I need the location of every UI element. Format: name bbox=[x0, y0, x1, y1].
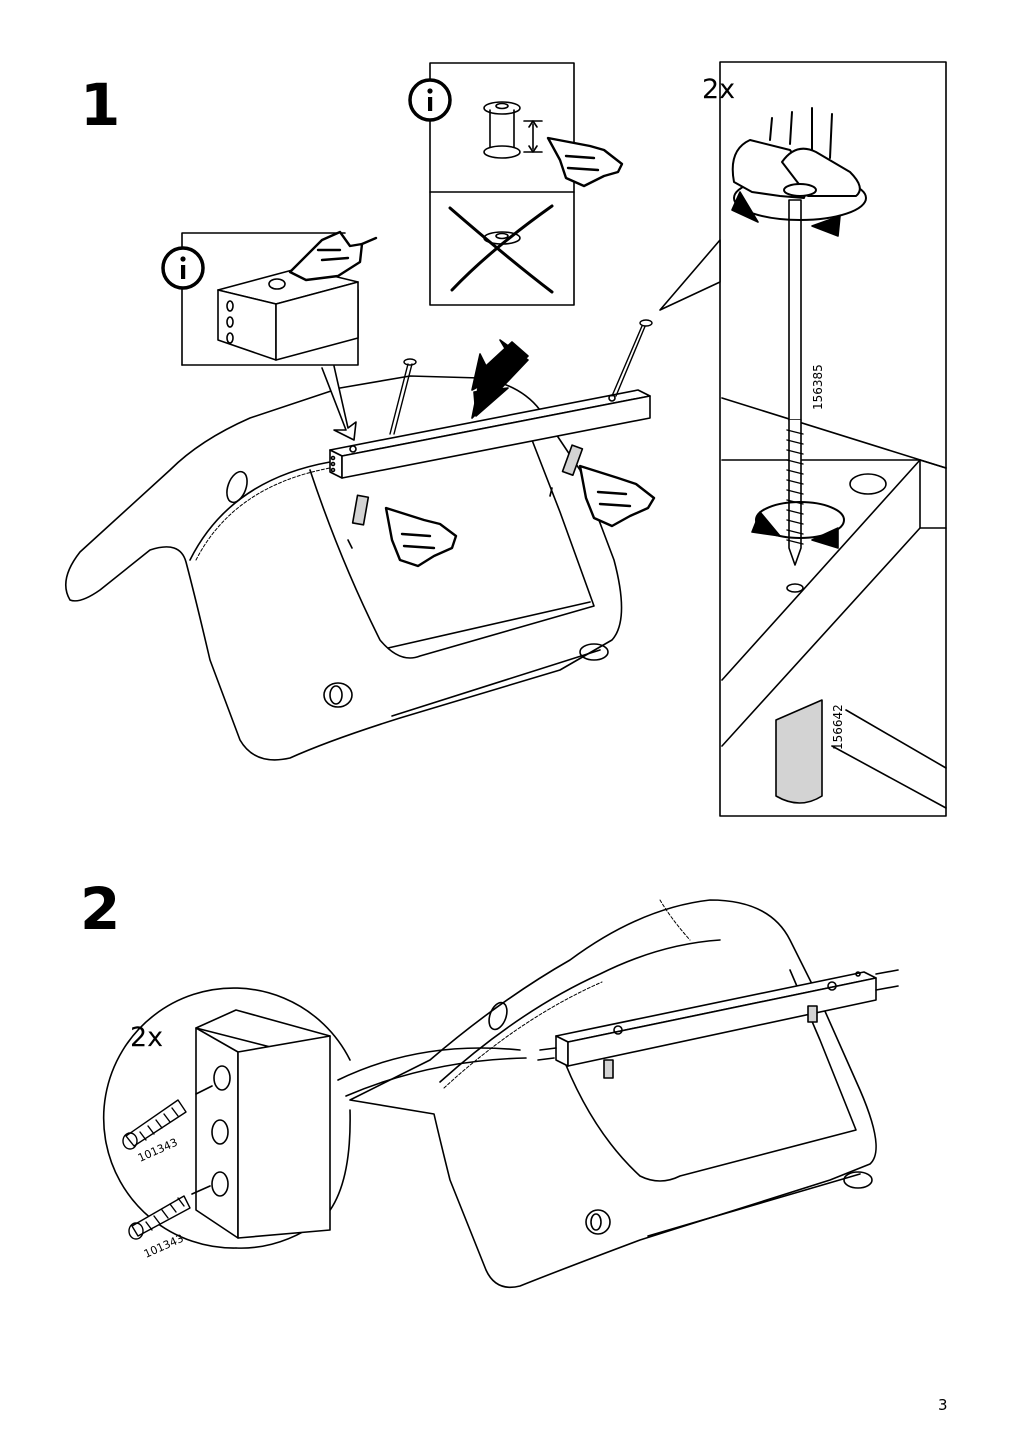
step-2-number: 2 bbox=[80, 875, 121, 943]
cross-mark-icon bbox=[448, 204, 554, 294]
pointing-hand-icon bbox=[384, 464, 656, 568]
part-number-101343-bottom: 101343 bbox=[142, 1232, 186, 1261]
info-box-bar-end bbox=[161, 230, 378, 366]
pointing-hand-icon bbox=[288, 230, 378, 282]
pointing-hand-icon bbox=[546, 136, 624, 188]
callout-box-screw: 156385 156642 bbox=[659, 61, 947, 817]
info-circle-icon bbox=[161, 246, 205, 290]
step-2-quantity: 2x bbox=[130, 1022, 164, 1053]
info-box-dowel bbox=[408, 62, 624, 306]
page-number: 3 bbox=[938, 1396, 948, 1414]
part-number-156385: 156385 bbox=[811, 364, 825, 410]
detail-circle-bar-end: 101343 101343 bbox=[102, 987, 351, 1261]
step-1-quantity: 2x bbox=[702, 74, 736, 105]
info-circle-icon bbox=[408, 78, 452, 122]
step-1-number: 1 bbox=[80, 71, 121, 139]
chair-step-1 bbox=[64, 319, 656, 761]
chair-step-2 bbox=[337, 899, 899, 1289]
part-number-156642: 156642 bbox=[831, 704, 845, 750]
rotate-arrow-icon bbox=[731, 175, 867, 549]
